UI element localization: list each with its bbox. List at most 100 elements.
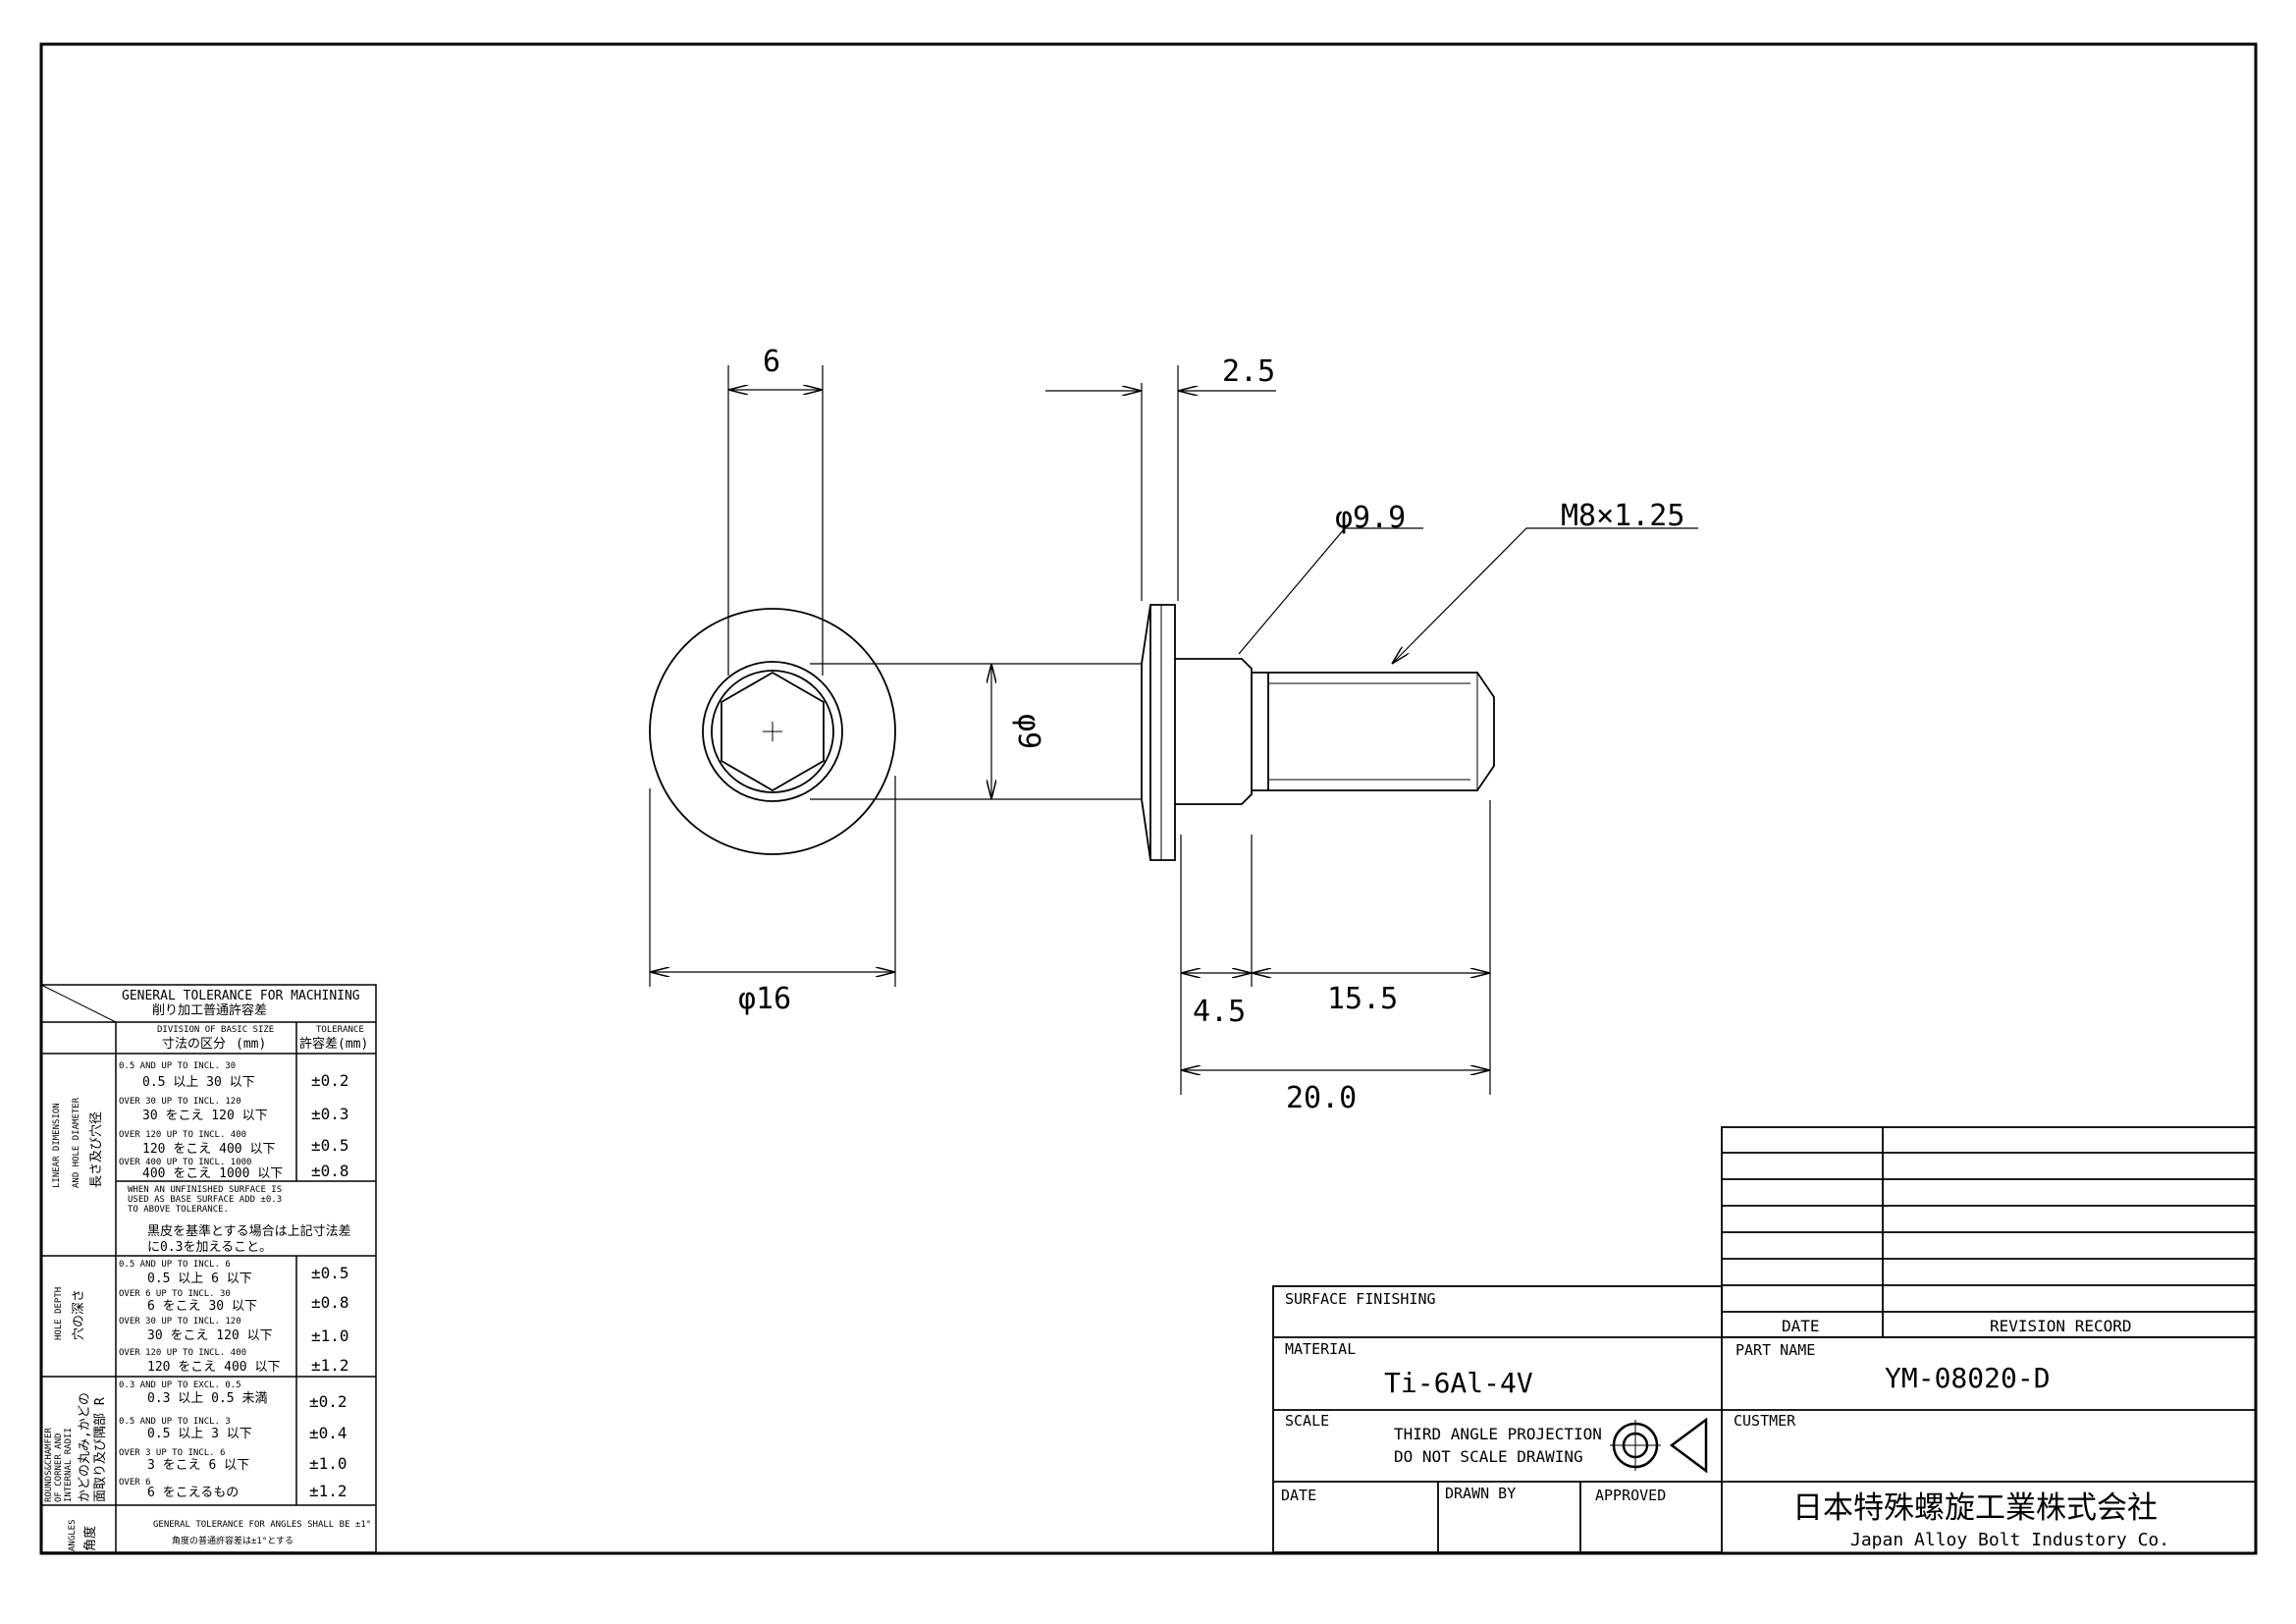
company-name-en: Japan Alloy Bolt Industory Co. <box>1850 1530 2169 1550</box>
angle-en: GENERAL TOLERANCE FOR ANGLES SHALL BE ±1… <box>153 1520 371 1530</box>
tol-title-en: GENERAL TOLERANCE FOR MACHINING <box>122 989 360 1003</box>
tolerance-table <box>40 984 377 1553</box>
thread-leader <box>1392 527 1698 664</box>
hole-0-jp: 0.5 以上 6 以下 <box>147 1272 252 1286</box>
material-value: Ti-6Al-4V <box>1384 1367 1533 1399</box>
lin-0-en: 0.5 AND UP TO INCL. 30 <box>119 1061 236 1071</box>
sec-round-jp2: 面取り及び隅部 R <box>93 1397 108 1502</box>
note-en-2: USED AS BASE SURFACE ADD ±0.3 <box>128 1195 282 1205</box>
approved-label: APPROVED <box>1595 1487 1666 1504</box>
dim-flange-dia: φ9.9 <box>1335 501 1406 535</box>
hole-0-tol: ±0.5 <box>311 1264 349 1282</box>
round-2-jp: 3 をこえ 6 以下 <box>147 1458 249 1473</box>
dim-thread-length: 15.5 <box>1327 982 1398 1016</box>
note-en-1: WHEN AN UNFINISHED SURFACE IS <box>128 1185 282 1195</box>
revision-record-label: REVISION RECORD <box>1990 1317 2132 1335</box>
round-0-tol: ±0.2 <box>309 1392 347 1411</box>
part-name-label: PART NAME <box>1735 1341 1815 1359</box>
dim-step: 4.5 <box>1193 995 1246 1029</box>
hole-3-jp: 120 をこえ 400 以下 <box>147 1360 280 1375</box>
lin-1-en: OVER 30 UP TO INCL. 120 <box>119 1097 241 1107</box>
sec-round-jp1: かどの丸み,かどの <box>78 1392 92 1502</box>
hole-3-en: OVER 120 UP TO INCL. 400 <box>119 1348 246 1358</box>
hole-1-tol: ±0.8 <box>311 1293 349 1312</box>
round-3-jp: 6 をこえるもの <box>147 1486 239 1500</box>
hole-2-jp: 30 をこえ 120 以下 <box>147 1328 273 1343</box>
tol-hdr-tol-en: TOLERANCE <box>316 1025 364 1035</box>
revision-date-label: DATE <box>1782 1317 1820 1335</box>
surface-finishing-label: SURFACE FINISHING <box>1285 1290 1436 1308</box>
dim-flange-thickness: 2.5 <box>1222 354 1275 389</box>
hole-3-tol: ±1.2 <box>311 1356 349 1375</box>
title-block <box>1272 1126 2257 1553</box>
lin-3-en: OVER 400 UP TO INCL. 1000 <box>119 1158 251 1167</box>
hex-socket <box>721 671 825 792</box>
hole-1-en: OVER 6 UP TO INCL. 30 <box>119 1289 231 1299</box>
hole-0-en: 0.5 AND UP TO INCL. 6 <box>119 1260 231 1270</box>
material-label: MATERIAL <box>1285 1340 1356 1358</box>
drawn-by-label: DRAWN BY <box>1445 1485 1516 1502</box>
tol-hdr-div-en: DIVISION OF BASIC SIZE <box>157 1025 274 1035</box>
sec-linear-jp: 長さ及び穴径 <box>89 1111 104 1188</box>
dim-hex: 6 <box>763 345 780 379</box>
tol-title-jp: 削り加工普通許容差 <box>152 1002 267 1018</box>
head-outer-circle <box>649 608 896 855</box>
lin-2-jp: 120 をこえ 400 以下 <box>142 1142 275 1157</box>
lin-3-tol: ±0.8 <box>311 1162 349 1180</box>
projection-line1: THIRD ANGLE PROJECTION <box>1394 1425 1602 1443</box>
sec-round-en1: ROUNDS&CHAMFER <box>44 1428 54 1502</box>
sec-hole-en: HOLE DEPTH <box>54 1287 64 1340</box>
round-0-jp: 0.3 以上 0.5 未満 <box>147 1391 267 1406</box>
dim-head-dia: φ16 <box>738 982 791 1016</box>
customer-label: CUSTMER <box>1734 1412 1796 1430</box>
flange-outline <box>1141 604 1176 861</box>
hole-2-en: OVER 30 UP TO INCL. 120 <box>119 1317 241 1326</box>
round-0-en: 0.3 AND UP TO EXCL. 0.5 <box>119 1380 241 1390</box>
part-drawing <box>649 365 1698 1095</box>
third-angle-projection-icon <box>1610 1417 1708 1474</box>
date-label: DATE <box>1281 1487 1316 1504</box>
lin-1-tol: ±0.3 <box>311 1105 349 1123</box>
scale-label: SCALE <box>1285 1412 1329 1430</box>
sec-hole-jp: 穴の深さ <box>72 1289 86 1340</box>
round-1-tol: ±0.4 <box>309 1424 347 1442</box>
tol-hdr-tol-jp: 許容差(mm) <box>299 1036 368 1052</box>
head-inner-circle <box>702 661 843 802</box>
dim-total-length: 20.0 <box>1286 1081 1357 1115</box>
note-jp-1: 黒皮を基準とする場合は上記寸法差 <box>147 1223 351 1239</box>
tol-hdr-div-jp: 寸法の区分 <box>162 1037 226 1052</box>
hole-2-tol: ±1.0 <box>311 1326 349 1345</box>
thread-outline <box>1252 672 1495 791</box>
sec-linear-en1: LINEAR DIMENSION <box>52 1103 62 1188</box>
angle-jp: 角度の普通許容差は±1°とする <box>172 1535 294 1546</box>
company-name-jp: 日本特殊螺旋工業株式会社 <box>1792 1490 2158 1526</box>
note-jp-2: に0.3を加えること。 <box>147 1240 272 1255</box>
round-1-jp: 0.5 以上 3 以下 <box>147 1427 252 1441</box>
step-outline <box>1175 658 1253 805</box>
dim-thread: M8×1.25 <box>1561 499 1684 533</box>
round-3-tol: ±1.2 <box>309 1482 347 1500</box>
tol-hdr-mm: (mm) <box>236 1037 266 1052</box>
lin-0-tol: ±0.2 <box>311 1071 349 1090</box>
socket-circle <box>711 670 834 793</box>
sec-angle-jp: 角度 <box>82 1526 98 1551</box>
round-2-en: OVER 3 UP TO INCL. 6 <box>119 1448 225 1458</box>
lin-2-en: OVER 120 UP TO INCL. 400 <box>119 1130 246 1140</box>
lin-3-jp: 400 をこえ 1000 以下 <box>142 1166 283 1181</box>
round-3-en: OVER 6 <box>119 1478 151 1488</box>
round-2-tol: ±1.0 <box>309 1454 347 1473</box>
sec-linear-en2: AND HOLE DIAMETER <box>72 1097 81 1188</box>
sec-angle-en: ANGLES <box>68 1519 78 1551</box>
lin-2-tol: ±0.5 <box>311 1136 349 1155</box>
sec-round-en2: OF CORNER AND <box>54 1434 64 1502</box>
sheet-border <box>39 42 2258 1555</box>
hole-1-jp: 6 をこえ 30 以下 <box>147 1299 257 1314</box>
round-1-en: 0.5 AND UP TO INCL. 3 <box>119 1417 231 1427</box>
lin-0-jp: 0.5 以上 30 以下 <box>142 1075 255 1090</box>
note-en-3: TO ABOVE TOLERANCE. <box>128 1205 229 1215</box>
sec-round-en3: INTERNAL RADII <box>64 1428 74 1502</box>
part-name-value: YM-08020-D <box>1885 1362 2051 1394</box>
projection-line2: DO NOT SCALE DRAWING <box>1394 1447 1583 1466</box>
lin-1-jp: 30 をこえ 120 以下 <box>142 1109 268 1123</box>
